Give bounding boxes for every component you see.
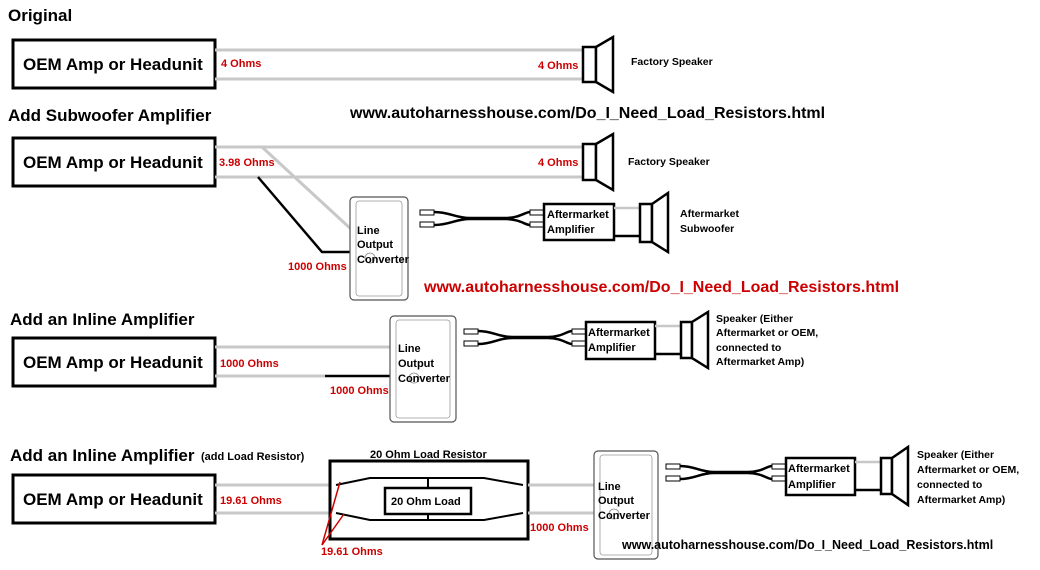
ohm-r2-loc: 1000 Ohms [288, 261, 347, 273]
line-output-converter-3 [389, 315, 457, 423]
loc3-line2: Output [398, 358, 434, 370]
speaker3-line4: Aftermarket Amp) [716, 356, 804, 368]
amp-box-2 [542, 202, 616, 242]
oem-label-1: OEM Amp or Headunit [23, 55, 203, 74]
resistor-title: 20 Ohm Load Resistor [370, 449, 487, 461]
ohm-r2-left: 3.98 Ohms [219, 157, 275, 169]
loc4-line1: Line [598, 481, 621, 493]
speaker-icon-3 [679, 309, 710, 371]
oem-label-4: OEM Amp or Headunit [23, 490, 203, 509]
amp4-line2: Amplifier [788, 479, 836, 491]
loc4-line2: Output [598, 495, 634, 507]
amp-box-4 [784, 456, 857, 497]
speaker3-line1: Speaker (Either [716, 313, 793, 325]
amp3-line2: Amplifier [588, 342, 636, 354]
rca-cable-2 [419, 209, 545, 228]
speaker4-line4: Aftermarket Amp) [917, 494, 1005, 506]
ohm-r1-right: 4 Ohms [538, 60, 578, 72]
ohm-r2-right: 4 Ohms [538, 157, 578, 169]
ohm-r1-left: 4 Ohms [221, 58, 261, 70]
ohm-r4-left: 19.61 Ohms [220, 495, 282, 507]
amp3-line1: Aftermarket [588, 327, 650, 339]
heading-add-sub: Add Subwoofer Amplifier [8, 106, 212, 125]
oem-label-3: OEM Amp or Headunit [23, 353, 203, 372]
oem-box-2 [11, 136, 217, 188]
ohm-r3-loc: 1000 Ohms [330, 385, 389, 397]
factory-speaker-icon-1 [581, 34, 615, 95]
loc3-line3: Converter [398, 373, 451, 385]
loc2-line2: Output [357, 239, 393, 251]
rca-cable-4 [665, 463, 787, 482]
sub-line2: Subwoofer [680, 223, 734, 235]
loc2-line3: Converter [357, 254, 410, 266]
url-small: www.autoharnesshouse.com/Do_I_Need_Load_… [621, 538, 993, 552]
oem-label-2: OEM Amp or Headunit [23, 153, 203, 172]
pointer-line-1 [321, 481, 341, 546]
speaker3-line3: connected to [716, 342, 781, 354]
heading-add-inline-resistor: Add an Inline Amplifier [10, 446, 195, 465]
oem-box-4 [11, 473, 217, 525]
loc2-line1: Line [357, 225, 380, 237]
line-output-converter-4 [593, 450, 659, 560]
loc4-line3: Converter [598, 510, 651, 522]
tap-wire-1 [260, 145, 354, 232]
speaker-icon-4 [879, 444, 910, 508]
speaker3-line2: Aftermarket or OEM, [716, 327, 818, 339]
amp-box-3 [584, 320, 657, 361]
speaker4-line2: Aftermarket or OEM, [917, 464, 1019, 476]
factory-speaker-label-1: Factory Speaker [631, 56, 713, 68]
line-output-converter-2 [349, 196, 409, 301]
heading-add-inline: Add an Inline Amplifier [10, 310, 195, 329]
pointer-line-2 [321, 513, 345, 546]
url-black: www.autoharnesshouse.com/Do_I_Need_Load_… [349, 105, 825, 122]
loc3-line1: Line [398, 343, 421, 355]
ohm-r3-left: 1000 Ohms [220, 358, 279, 370]
amp2-line1: Aftermarket [547, 209, 609, 221]
resistor-inner-label: 20 Ohm Load [391, 496, 461, 508]
speaker4-line1: Speaker (Either [917, 449, 994, 461]
url-red: www.autoharnesshouse.com/Do_I_Need_Load_… [423, 279, 899, 296]
ohm-r4-loc: 1000 Ohms [530, 522, 589, 534]
sub-line1: Aftermarket [680, 208, 739, 220]
amp2-line2: Amplifier [547, 224, 595, 236]
oem-box-3 [11, 336, 217, 388]
ohm-r4-below: 19.61 Ohms [321, 546, 383, 558]
load-resistor [328, 459, 530, 541]
factory-speaker-icon-2 [581, 131, 615, 193]
heading-resistor-note: (add Load Resistor) [201, 451, 305, 463]
amp4-line1: Aftermarket [788, 463, 850, 475]
speaker4-line3: connected to [917, 479, 982, 491]
rca-cable-3 [463, 328, 587, 347]
oem-box-1 [11, 38, 217, 90]
factory-speaker-label-2: Factory Speaker [628, 156, 710, 168]
tap-wire-2 [257, 176, 352, 254]
subwoofer-icon [638, 190, 670, 255]
heading-original: Original [8, 6, 72, 25]
